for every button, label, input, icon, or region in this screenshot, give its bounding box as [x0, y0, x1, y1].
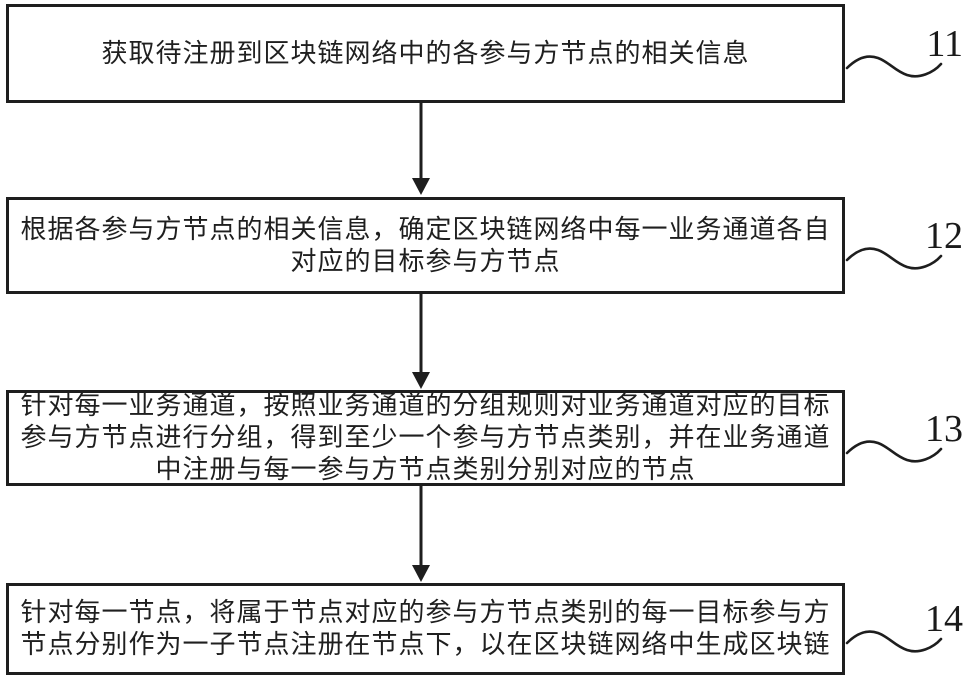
flow-step-box-13: 针对每一业务通道，按照业务通道的分组规则对业务通道对应的目标 参与方节点进行分组…: [6, 390, 845, 486]
reference-label-12: 12: [845, 217, 963, 279]
flow-step-text-line: 中注册与每一参与方节点类别分别对应的节点: [155, 455, 696, 484]
reference-number: 12: [925, 215, 963, 257]
flow-step-text-line: 根据各参与方节点的相关信息，确定区块链网络中每一业务通道各自: [20, 214, 831, 244]
reference-number: 13: [925, 408, 963, 450]
down-arrow: [412, 486, 430, 582]
flow-step-box-14: 针对每一节点，将属于节点对应的参与方节点类别的每一目标参与方 节点分别作为一子节…: [6, 583, 845, 675]
reference-number: 11: [926, 23, 963, 65]
flow-step-box-12: 根据各参与方节点的相关信息，确定区块链网络中每一业务通道各自 对应的目标参与方节…: [6, 197, 845, 294]
reference-number: 14: [925, 598, 963, 640]
flow-step-box-11: 获取待注册到区块链网络中的各参与方节点的相关信息: [6, 4, 845, 103]
reference-lead-line-icon: [845, 630, 943, 653]
flow-step-text-line: 对应的目标参与方节点: [290, 246, 561, 276]
reference-lead-line-icon: [845, 55, 943, 78]
flow-step-text-line: 节点分别作为一子节点注册在节点下，以在区块链网络中生成区块链: [20, 630, 831, 659]
reference-lead-line-icon: [845, 247, 943, 270]
reference-label-11: 11: [845, 25, 963, 87]
reference-label-13: 13: [845, 410, 963, 472]
flow-step-text-line: 针对每一节点，将属于节点对应的参与方节点类别的每一目标参与方: [20, 598, 831, 627]
flow-step-text-line: 获取待注册到区块链网络中的各参与方节点的相关信息: [101, 38, 750, 68]
reference-label-14: 14: [845, 600, 963, 662]
down-arrow: [412, 294, 430, 389]
reference-lead-line-icon: [845, 440, 943, 463]
flow-step-text-line: 参与方节点进行分组，得到至少一个参与方节点类别，并在业务通道: [20, 423, 831, 452]
flow-step-text-line: 针对每一业务通道，按照业务通道的分组规则对业务通道对应的目标: [20, 391, 831, 420]
down-arrow: [412, 103, 430, 195]
